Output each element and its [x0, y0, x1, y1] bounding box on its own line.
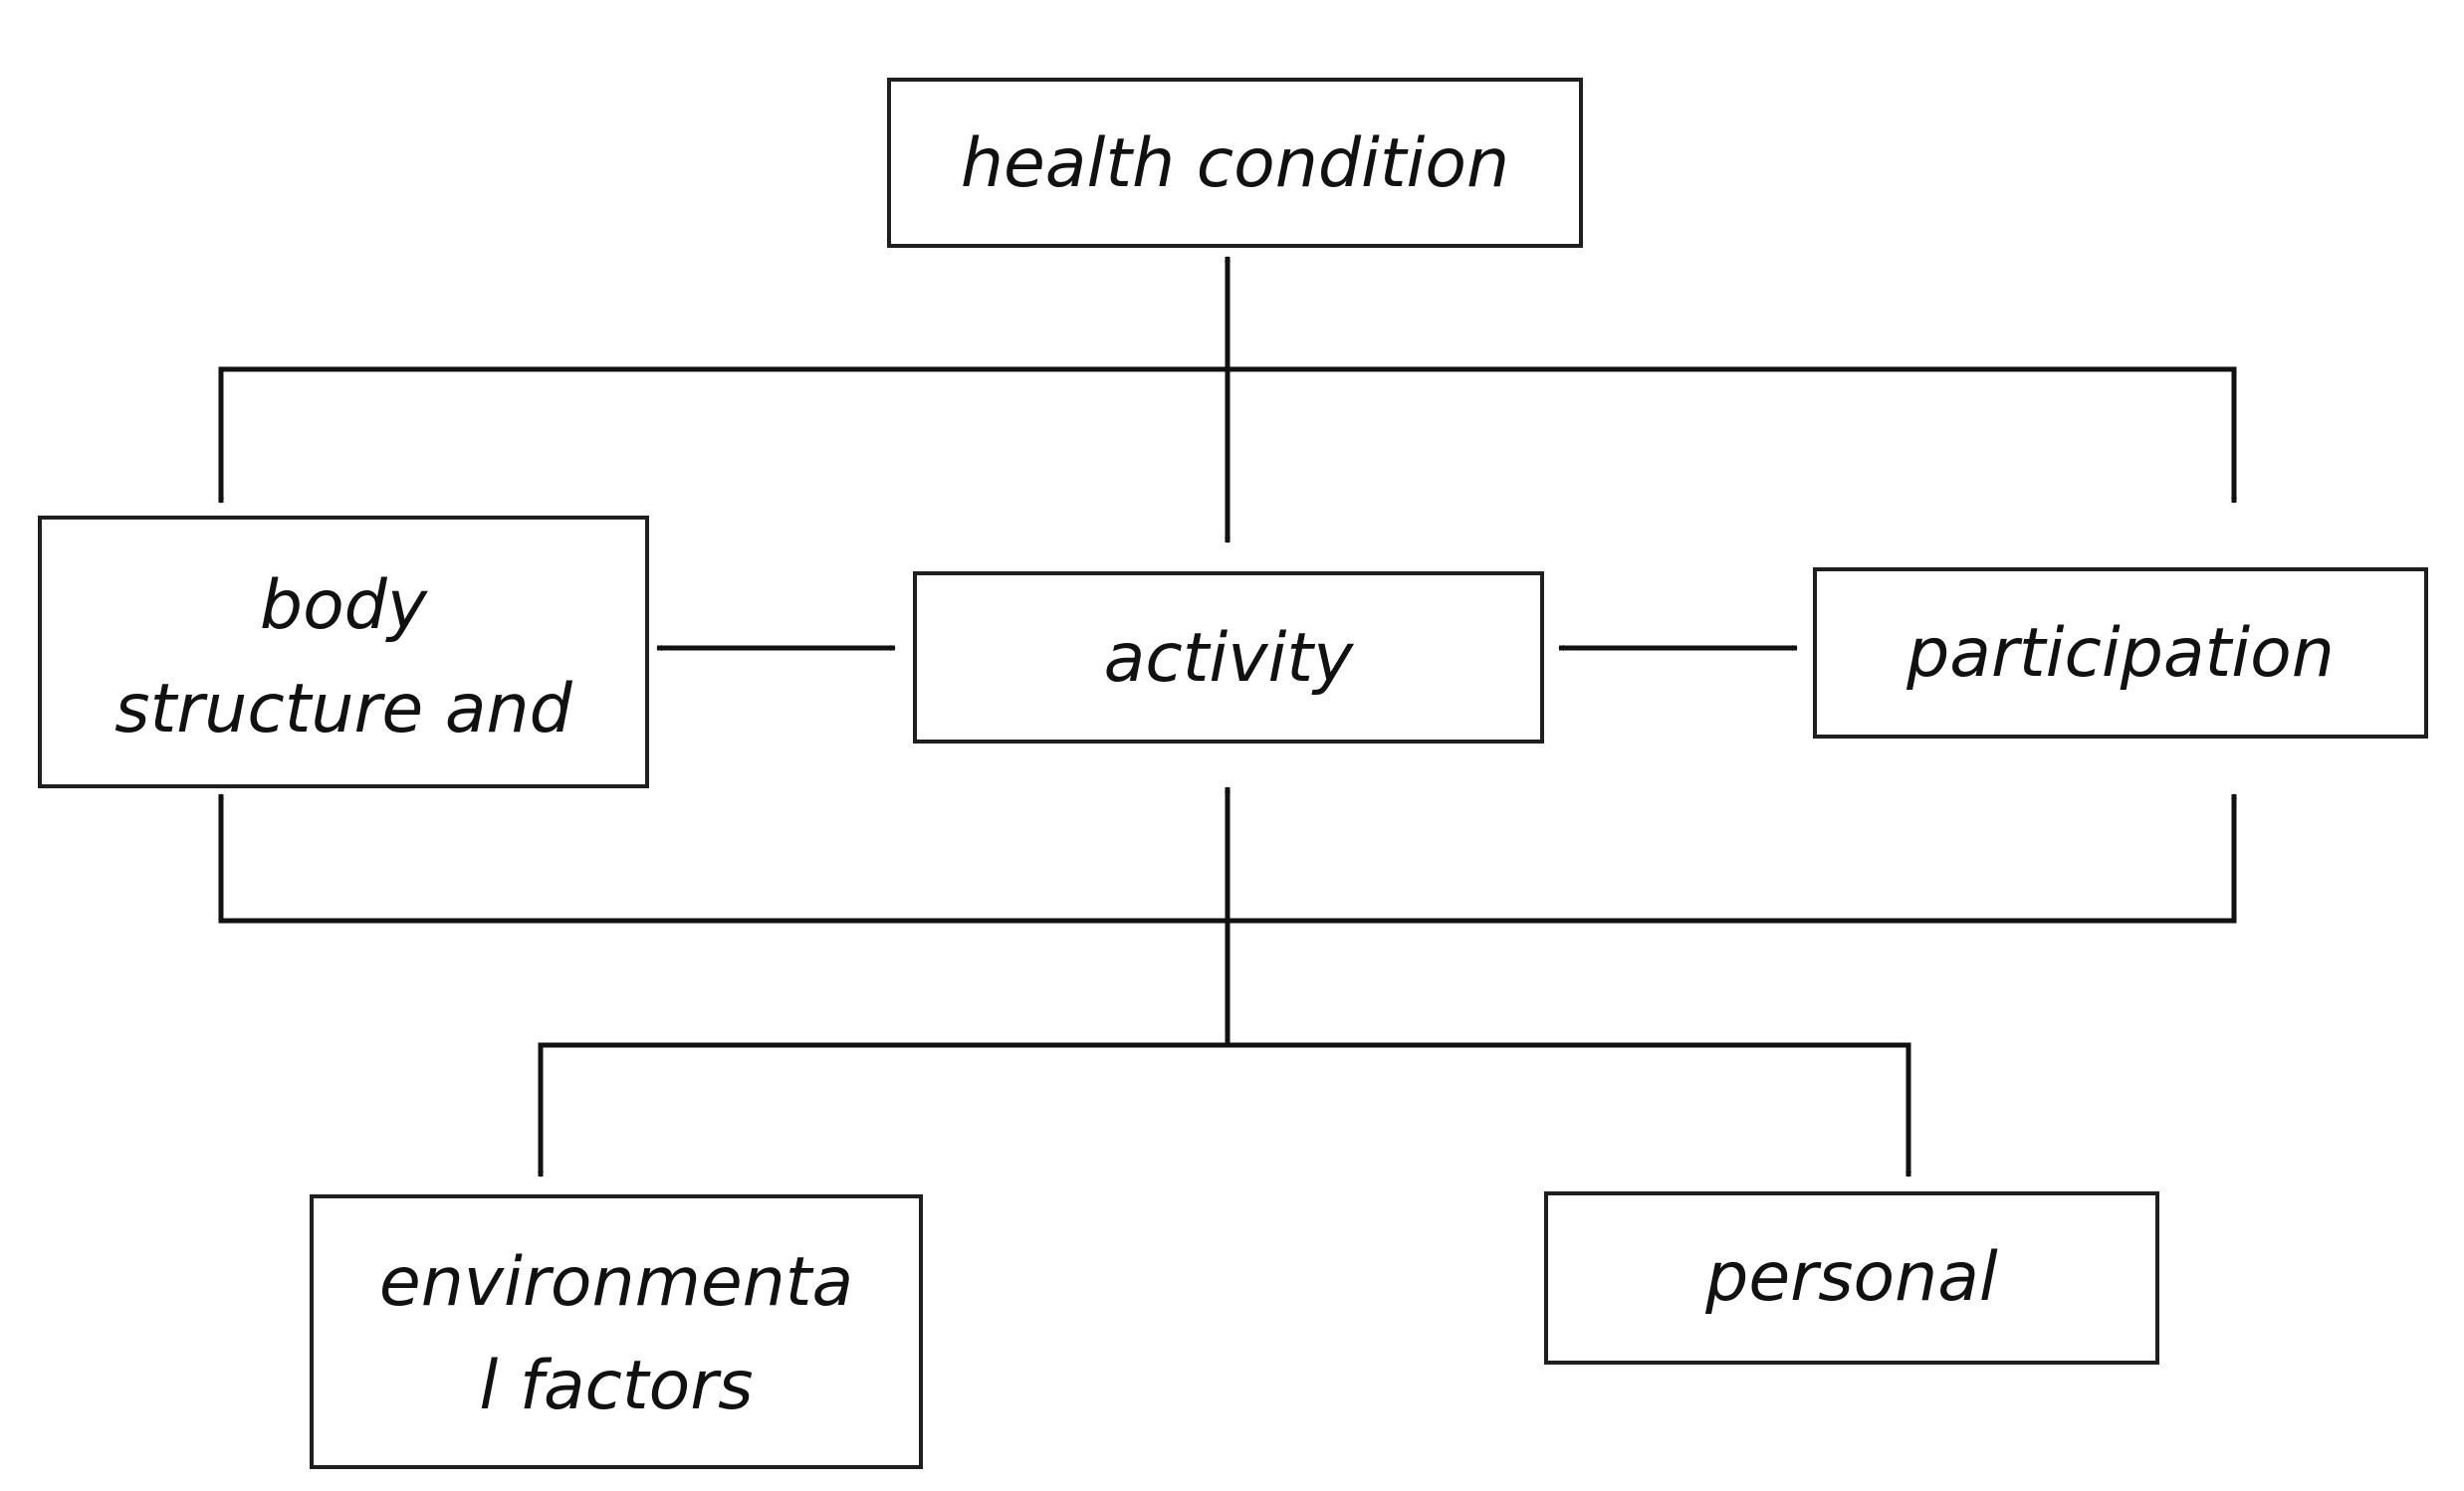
top-bracket-arrow: [221, 366, 2234, 503]
personal-label: personal: [1704, 1238, 1998, 1317]
body-structure-label-line1: body: [260, 566, 428, 645]
body-structure-label-line2: structure and: [114, 670, 572, 748]
participation-box: participation: [1813, 567, 2428, 739]
connectors: [221, 257, 2234, 1176]
health-condition-box: health condition: [887, 78, 1583, 248]
body-structure-box: body structure and: [38, 516, 649, 788]
participation-label: participation: [1905, 614, 2335, 693]
environmental-factors-box: environmenta l factors: [310, 1194, 923, 1469]
environmental-factors-label-line2: l factors: [479, 1347, 753, 1425]
activity-box: activity: [913, 571, 1544, 744]
health-condition-label: health condition: [961, 124, 1509, 203]
factors-bracket-arrow: [541, 1042, 1908, 1176]
personal-box: personal: [1544, 1191, 2159, 1365]
activity-label: activity: [1104, 619, 1354, 698]
environmental-factors-label-line1: environmenta: [379, 1243, 853, 1322]
